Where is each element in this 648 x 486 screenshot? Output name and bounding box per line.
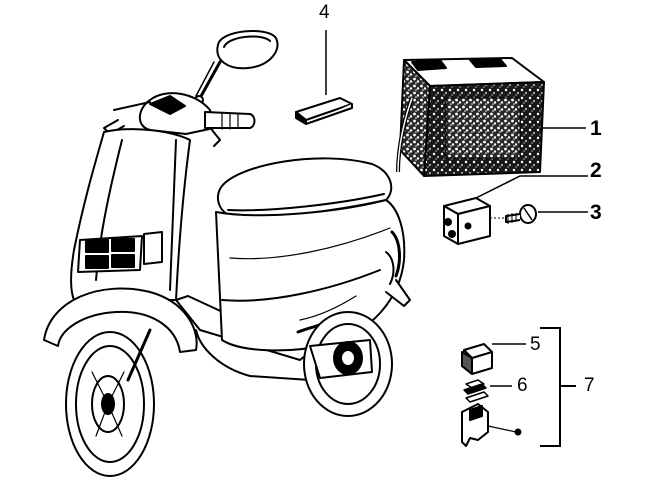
front-wheel — [65, 328, 155, 477]
scooter-illustration — [43, 30, 411, 477]
leader-line-2 — [475, 175, 588, 199]
connector-part — [461, 403, 522, 447]
front-fender — [43, 287, 198, 353]
handlebar — [103, 92, 256, 147]
pad-part — [295, 97, 353, 125]
callout-pad: 4 — [319, 2, 330, 23]
cap-part — [461, 343, 493, 375]
callout-battery: 1 — [590, 117, 602, 140]
front-shield — [70, 128, 191, 301]
terminal-clip-part — [463, 379, 489, 403]
battery-part — [396, 57, 545, 177]
bracket-part — [443, 197, 491, 245]
group-bracket — [540, 327, 561, 447]
callout-terminal-clip: 6 — [517, 375, 528, 396]
mirror — [194, 30, 279, 105]
leader-line-connector — [487, 425, 517, 433]
callout-cap: 5 — [530, 334, 541, 355]
callout-bracket: 2 — [590, 159, 602, 182]
screw-part — [505, 204, 537, 224]
callout-group-kit: 7 — [584, 375, 595, 396]
rear-wheel — [303, 311, 393, 417]
callout-screw: 3 — [590, 201, 602, 224]
